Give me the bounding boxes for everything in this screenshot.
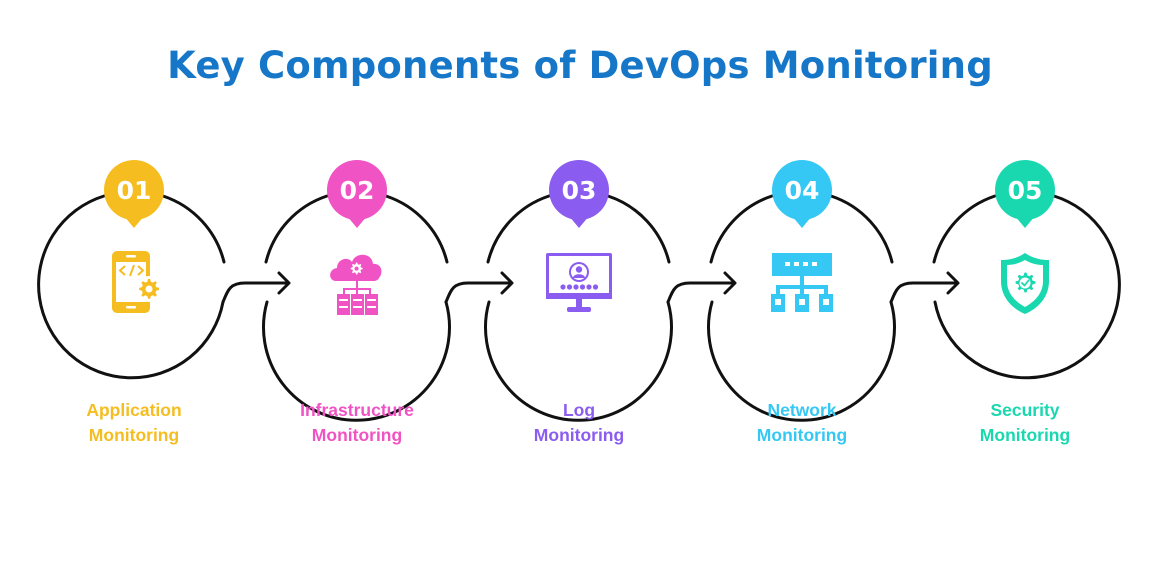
- connector-arrow-1-2: [221, 271, 291, 304]
- cloud-gear-servers-icon: [330, 254, 382, 315]
- step-label-line1: Security: [990, 400, 1060, 420]
- step-label-2: Infrastructure Monitoring: [247, 398, 467, 448]
- svg-text:03: 03: [562, 176, 597, 205]
- step-label-line1: Network: [767, 400, 837, 420]
- step-badge-1: 01: [104, 160, 164, 228]
- connector-arrow-2-3: [444, 271, 514, 304]
- step-circle-3: [484, 194, 673, 422]
- step-label-3: Log Monitoring: [469, 398, 689, 448]
- mobile-code-gear-icon: [112, 251, 162, 313]
- step-label-5: Security Monitoring: [915, 398, 1135, 448]
- step-label-line2: Monitoring: [756, 425, 848, 445]
- step-label-line1: Application: [86, 400, 182, 420]
- step-circle-1: [37, 194, 226, 380]
- step-label-line2: Monitoring: [979, 425, 1071, 445]
- step-label-line2: Monitoring: [311, 425, 403, 445]
- step-label-line1: Infrastructure: [300, 400, 414, 420]
- step-badge-4: 04: [772, 160, 832, 228]
- step-circle-4: [707, 194, 896, 422]
- svg-text:05: 05: [1008, 176, 1043, 205]
- svg-text:02: 02: [340, 176, 375, 205]
- step-circle-2: [262, 194, 451, 422]
- step-circle-5: [932, 194, 1121, 380]
- step-badge-5: 05: [995, 160, 1055, 228]
- step-badge-3: 03: [549, 160, 609, 228]
- step-label-line2: Monitoring: [88, 425, 180, 445]
- connector-arrow-3-4: [666, 271, 737, 304]
- step-label-4: Network Monitoring: [692, 398, 912, 448]
- monitor-user-password-icon: [546, 253, 612, 312]
- step-badge-2: 02: [327, 160, 387, 228]
- page-title: Key Components of DevOps Monitoring: [167, 44, 993, 87]
- connector-arrow-4-5: [889, 271, 960, 304]
- svg-text:01: 01: [117, 176, 152, 205]
- step-label-line2: Monitoring: [533, 425, 625, 445]
- step-label-line1: Log: [562, 400, 596, 420]
- network-hierarchy-icon: [771, 253, 833, 312]
- svg-text:04: 04: [785, 176, 820, 205]
- step-label-1: Application Monitoring: [24, 398, 244, 448]
- shield-gear-check-icon: [1001, 253, 1049, 314]
